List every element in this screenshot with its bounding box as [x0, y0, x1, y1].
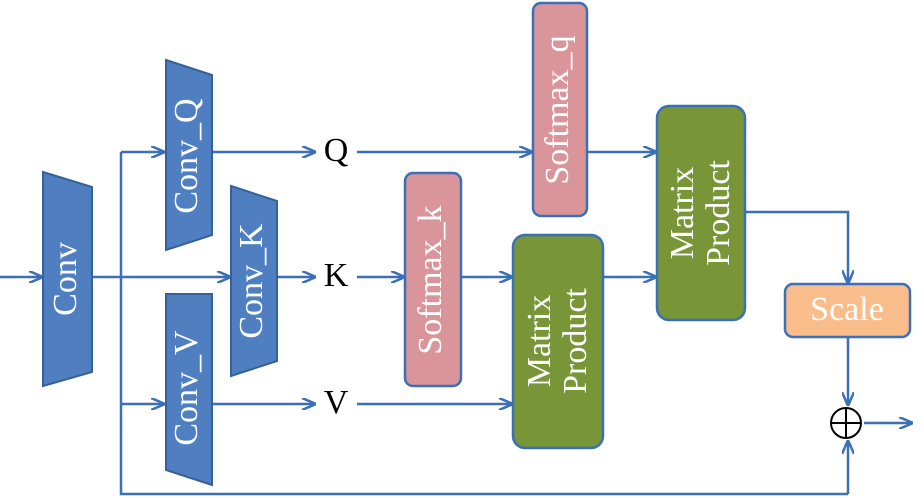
softmax-q-label: Softmax_q: [539, 35, 576, 184]
connectors: [0, 152, 912, 496]
conv-q-block: Conv_Q: [165, 58, 213, 252]
conv-v-block: Conv_V: [165, 293, 213, 487]
conv-q-label: Conv_Q: [168, 98, 205, 213]
q-label: Q: [324, 132, 349, 169]
conv-block: Conv: [42, 170, 93, 388]
k-label: K: [324, 257, 349, 294]
conv-k-block: Conv_K: [230, 184, 278, 378]
matrix-product-1-line1: Matrix: [521, 295, 558, 388]
softmax-k-label: Softmax_k: [412, 205, 449, 354]
circled-plus-icon: [830, 407, 862, 439]
v-label: V: [324, 384, 349, 421]
conv-q-shape: [165, 58, 213, 252]
matrix-product-2-shape: [655, 104, 747, 322]
scale-shape: [783, 282, 912, 339]
branch-bus: [119, 152, 848, 496]
matrix-product-1-shape: [511, 233, 605, 450]
softmax-q-block: Softmax_q: [531, 1, 589, 218]
conv-label: Conv: [47, 242, 84, 316]
softmax-q-shape: [531, 1, 589, 218]
matrix-product-2-line1: Matrix: [664, 167, 701, 260]
softmax-k-block: Softmax_k: [403, 171, 463, 388]
scale-label: Scale: [810, 291, 884, 328]
conv-k-shape: [230, 184, 278, 378]
arrow-matrix2-to-scale: [746, 210, 848, 283]
conv-shape: [42, 170, 93, 388]
scale-block: Scale: [783, 282, 912, 339]
conv-k-label: Conv_K: [233, 223, 270, 339]
matrix-product-1-line2: Product: [557, 288, 594, 394]
conv-v-shape: [165, 293, 213, 487]
matrix-product-1-block: Matrix Product: [511, 233, 605, 450]
matrix-product-2-line2: Product: [700, 160, 737, 266]
conv-v-label: Conv_V: [168, 330, 205, 446]
matrix-product-2-block: Matrix Product: [655, 104, 747, 322]
softmax-k-shape: [403, 171, 463, 388]
